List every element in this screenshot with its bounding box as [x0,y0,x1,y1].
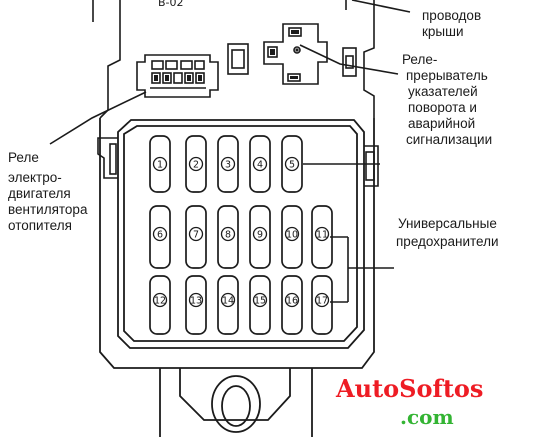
fuse-number-circle [220,292,236,308]
fuse-3: 3 [217,135,239,193]
fuse-17: 17 [311,275,333,335]
fuse-number: 4 [257,160,263,171]
fuse-number-circle [252,292,268,308]
fuse-number: 6 [157,230,163,241]
fuse-number: 17 [316,296,328,307]
fuse-number-circle [252,156,268,172]
fan-relay-label: Реле электро- двигателя вентилятора отоп… [8,150,91,233]
fuse-15: 15 [249,275,271,335]
fuse-13: 13 [185,275,207,335]
fuse-body [217,205,239,269]
fuse-8: 8 [217,205,239,269]
fan-relay-terminals [154,75,202,81]
fuse-number-circle [188,156,204,172]
fuse-number: 12 [154,296,166,307]
fuse-number-circle [284,292,300,308]
fuse-body [185,205,207,269]
fan-relay-leader [49,91,147,145]
fuse-number: 16 [286,296,298,307]
fuse-number-circle [152,292,168,308]
fuse-body [217,275,239,335]
fuse-4: 4 [249,135,271,193]
fuse-10: 10 [281,205,303,269]
fuse-number-circle [188,226,204,242]
fuse-6: 6 [149,205,171,269]
fuse-number: 11 [316,230,328,241]
fuse-number: 9 [257,230,263,241]
fuse-number-circle [314,292,330,308]
fuse-number-circle [284,156,300,172]
fuse-box-latch-right [364,145,379,187]
panel-outline [92,0,375,119]
fuse-number: 2 [193,160,199,171]
turn-relay-terminals [270,30,299,79]
universal-fuses-bracket [330,236,394,303]
fuse-number-circle [220,226,236,242]
fuse-body [281,205,303,269]
top-code-label: B-02 [158,0,184,9]
fuse-number: 13 [190,296,202,307]
fan-relay-connector [136,54,219,98]
fuse-12: 12 [149,275,171,335]
fuse-5: 5 [281,135,303,193]
fuse-number: 8 [225,230,231,241]
fuse-body [249,135,271,193]
small-connector [227,43,249,75]
fuse-14: 14 [217,275,239,335]
fuse-box-housing [99,118,375,369]
roof-wiring-leader [351,0,411,13]
fuse-body [281,275,303,335]
fuse-number-circle [314,226,330,242]
watermark-line1: AutoSoftos [335,374,483,403]
mounting-tab [159,368,313,437]
fuse-1: 1 [149,135,171,193]
fuse-11: 11 [311,205,333,269]
fuse-number: 3 [225,160,231,171]
fuse-number: 14 [222,296,234,307]
fuse-number: 15 [254,296,266,307]
fuse-number-circle [152,226,168,242]
fuse-2: 2 [185,135,207,193]
fuse-body [217,135,239,193]
fuse-number-circle [284,226,300,242]
roof-wiring-label: проводов крыши [422,8,485,39]
fuse-number: 7 [193,230,199,241]
universal-fuses-label: Универсальные предохранители [396,216,501,249]
fuse-body [149,205,171,269]
fuse-body [149,275,171,335]
fuse-number-circle [220,156,236,172]
fuse-number-circle [152,156,168,172]
fuse-9: 9 [249,205,271,269]
fuse-number-circle [188,292,204,308]
fuse-box-latch-left [97,137,118,179]
turn-relay-label: Реле- прерыватель указателей поворота и … [402,52,492,147]
fuse-body [249,275,271,335]
fuse-number: 10 [286,230,298,241]
fuse-body [249,205,271,269]
fuse-16: 16 [281,275,303,335]
fuse-body [185,135,207,193]
turn-relay-leader [299,44,399,165]
turn-relay-connector [263,23,328,85]
fuse-number-circle [252,226,268,242]
fuse-body [281,135,303,193]
fuse-number: 1 [157,160,163,171]
fuse-body [149,135,171,193]
watermark-line2: .com [400,405,454,429]
panel-clip-right [342,47,357,77]
fuse-body [311,275,333,335]
fuse-body [185,275,207,335]
fuse-number: 5 [289,160,295,171]
fuse-7: 7 [185,205,207,269]
